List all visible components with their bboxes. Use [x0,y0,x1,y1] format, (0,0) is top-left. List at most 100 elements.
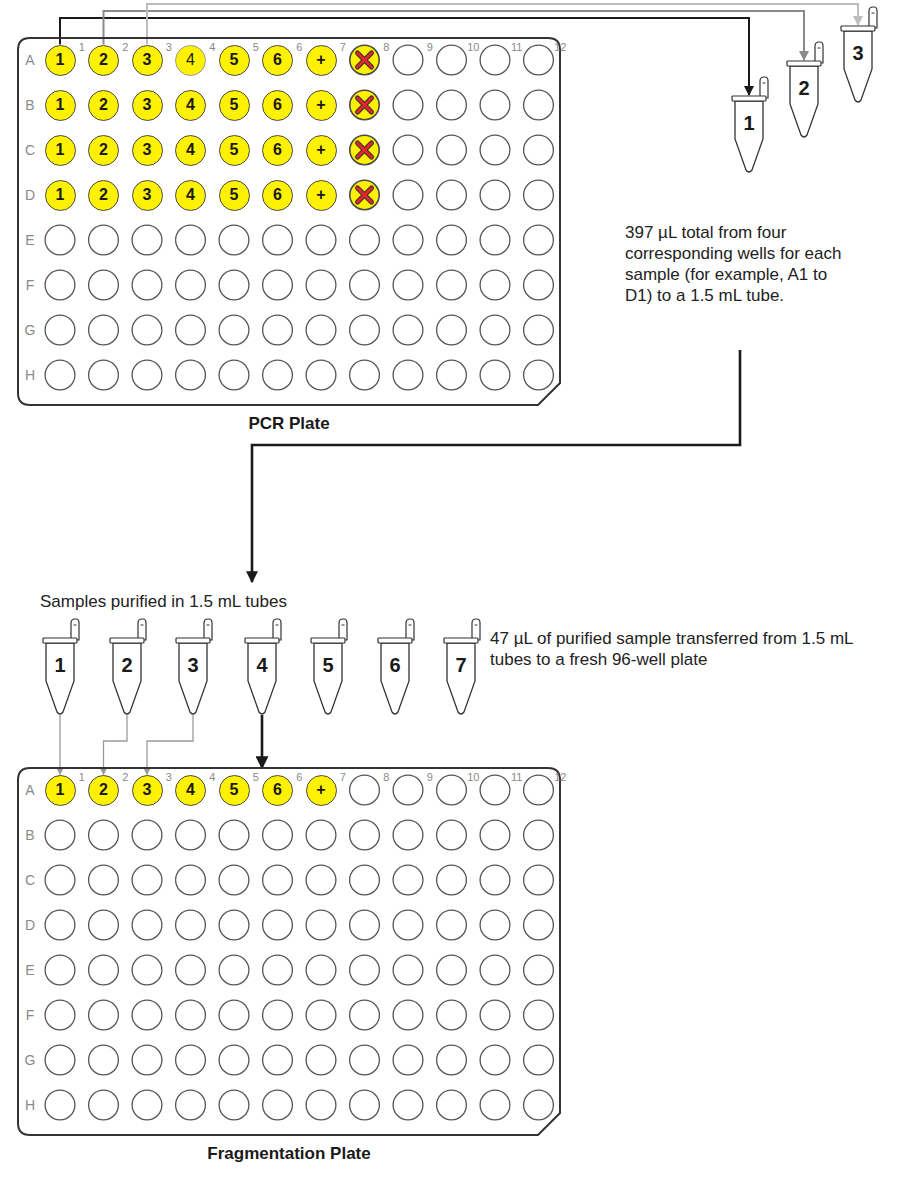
empty-well [350,865,380,895]
well-number: 6 [273,97,282,113]
sample-well: + [306,135,337,166]
well-number: 1 [56,782,65,798]
row-letter: A [25,783,34,797]
row-letter: F [26,278,35,292]
column-number: 7 [340,772,346,783]
well-number: 5 [230,97,239,113]
empty-well [45,225,75,255]
row-letter: H [25,1098,35,1112]
tube-cap-ridge [763,83,766,84]
plate-title: Fragmentation Plate [207,1144,370,1164]
tube-number: 1 [54,655,65,715]
well-number: 5 [230,782,239,798]
row-letter: C [25,143,35,157]
empty-well [524,775,554,805]
empty-well [176,315,206,345]
well-number: 2 [99,782,108,798]
tube-body [248,643,276,714]
sample-well: 5 [219,775,250,806]
empty-well [437,135,467,165]
empty-well [89,865,119,895]
tube-body [790,66,818,137]
empty-well [437,360,467,390]
well-number: 4 [186,97,195,113]
well-number: 6 [273,187,282,203]
tube-number: 4 [256,655,267,715]
column-number: 12 [554,772,566,783]
empty-well [45,315,75,345]
empty-well [132,270,162,300]
empty-well [350,360,380,390]
row-letter: G [25,323,36,337]
empty-well [219,225,249,255]
well-number: 6 [273,142,282,158]
well-number: 1 [56,52,65,68]
empty-well [45,270,75,300]
well-number: 2 [99,97,108,113]
empty-well [132,1090,162,1120]
row-letter: E [25,963,34,977]
empty-well [393,1000,423,1030]
column-number: 12 [554,42,566,53]
empty-well [306,910,336,940]
microcentrifuge-tube: 7 [444,637,478,715]
column-number: 7 [340,42,346,53]
well-number: + [316,97,325,113]
well-number: + [316,782,325,798]
empty-well [176,360,206,390]
well-number: 5 [230,187,239,203]
empty-well [350,315,380,345]
empty-well [437,1000,467,1030]
row-letter: D [25,188,35,202]
column-number: 5 [253,42,259,53]
empty-well [176,910,206,940]
empty-well [263,1000,293,1030]
tube-number: 7 [455,655,466,715]
empty-well [480,775,510,805]
empty-well [350,775,380,805]
empty-well [393,910,423,940]
empty-well [306,270,336,300]
row-letter: B [25,828,34,842]
empty-well [437,1045,467,1075]
column-number: 10 [467,42,479,53]
plate-border [18,768,560,1135]
cross-mark [358,53,372,67]
empty-well [524,865,554,895]
microcentrifuge-tube: 6 [378,637,412,715]
cross-mark [358,98,372,112]
sample-well: 4 [175,45,206,76]
sample-well: 1 [45,775,76,806]
column-number: 6 [296,772,302,783]
well-plate: PCR Plate123456+123456+123456+123456+ [18,38,560,405]
microcentrifuge-tube: 5 [311,637,345,715]
sample-well: 3 [132,180,163,211]
sample-well: 1 [45,135,76,166]
tube-cap [204,619,212,640]
excluded-well [350,180,379,209]
empty-well [437,775,467,805]
empty-well [132,955,162,985]
column-number: 2 [122,42,128,53]
empty-well [350,270,380,300]
tube-lip [176,638,210,643]
empty-well [176,820,206,850]
tube-lip [110,638,144,643]
excluded-well-circle [350,180,379,209]
empty-well [480,180,510,210]
cross-mark [358,188,372,202]
well-number: 1 [56,187,65,203]
microcentrifuge-tube: 3 [841,25,875,103]
column-number: 2 [122,772,128,783]
column-number: 11 [511,42,522,53]
empty-well [524,1090,554,1120]
empty-well [176,865,206,895]
sample-well: 5 [219,180,250,211]
empty-well [480,910,510,940]
sample-well: 3 [132,775,163,806]
row-letter: F [26,1008,35,1022]
note-text: 397 µL total from four corresponding wel… [625,222,853,306]
tube-number: 6 [389,655,400,715]
column-number: 4 [209,42,215,53]
empty-well [263,820,293,850]
